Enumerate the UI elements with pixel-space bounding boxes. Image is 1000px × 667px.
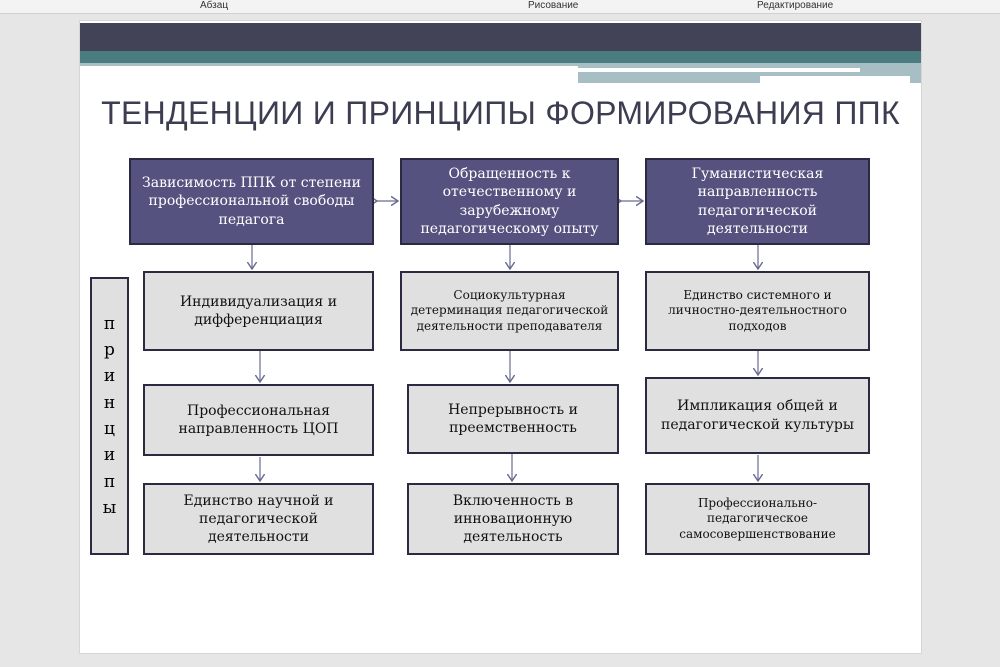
principles-label: п р и н ц и п ы xyxy=(90,277,129,555)
connectors xyxy=(80,21,921,653)
tendency-box-2: Обращенность к отечественному и зарубежн… xyxy=(400,158,619,245)
header-strip xyxy=(578,68,860,72)
header-strip xyxy=(760,76,910,83)
principle-box: Единство системного и личностно-деятельн… xyxy=(645,271,870,351)
ribbon-group-drawing[interactable]: Рисование xyxy=(528,0,579,11)
principle-box: Социокультурная детерминация педагогичес… xyxy=(400,271,619,351)
tendency-box-3: Гуманистическая направленность педагогич… xyxy=(645,158,870,245)
principle-box: Непрерывность и преемственность xyxy=(407,384,619,454)
principle-box: Индивидуализация и дифференциация xyxy=(143,271,374,351)
header-teal-band xyxy=(80,51,921,63)
principle-box: Включенность в инновационную деятельност… xyxy=(407,483,619,555)
ribbon: Абзац Рисование Редактирование xyxy=(0,0,1000,14)
ribbon-group-paragraph[interactable]: Абзац xyxy=(200,0,229,11)
header-dark-band xyxy=(80,23,921,51)
ribbon-group-editing[interactable]: Редактирование xyxy=(757,0,834,11)
slide[interactable]: ТЕНДЕНЦИИ И ПРИНЦИПЫ ФОРМИРОВАНИЯ ППК За… xyxy=(79,20,922,654)
header-strip xyxy=(80,63,578,66)
principle-box: Профессионально-педагогическое самосовер… xyxy=(645,483,870,555)
tendency-box-1: Зависимость ППК от степени профессиональ… xyxy=(129,158,374,245)
principle-box: Профессиональная направленность ЦОП xyxy=(143,384,374,456)
principle-box: Импликация общей и педагогической культу… xyxy=(645,377,870,454)
principle-box: Единство научной и педагогической деятел… xyxy=(143,483,374,555)
principles-label-text: п р и н ц и п ы xyxy=(102,313,117,519)
slide-title: ТЕНДЕНЦИИ И ПРИНЦИПЫ ФОРМИРОВАНИЯ ППК xyxy=(101,95,900,131)
